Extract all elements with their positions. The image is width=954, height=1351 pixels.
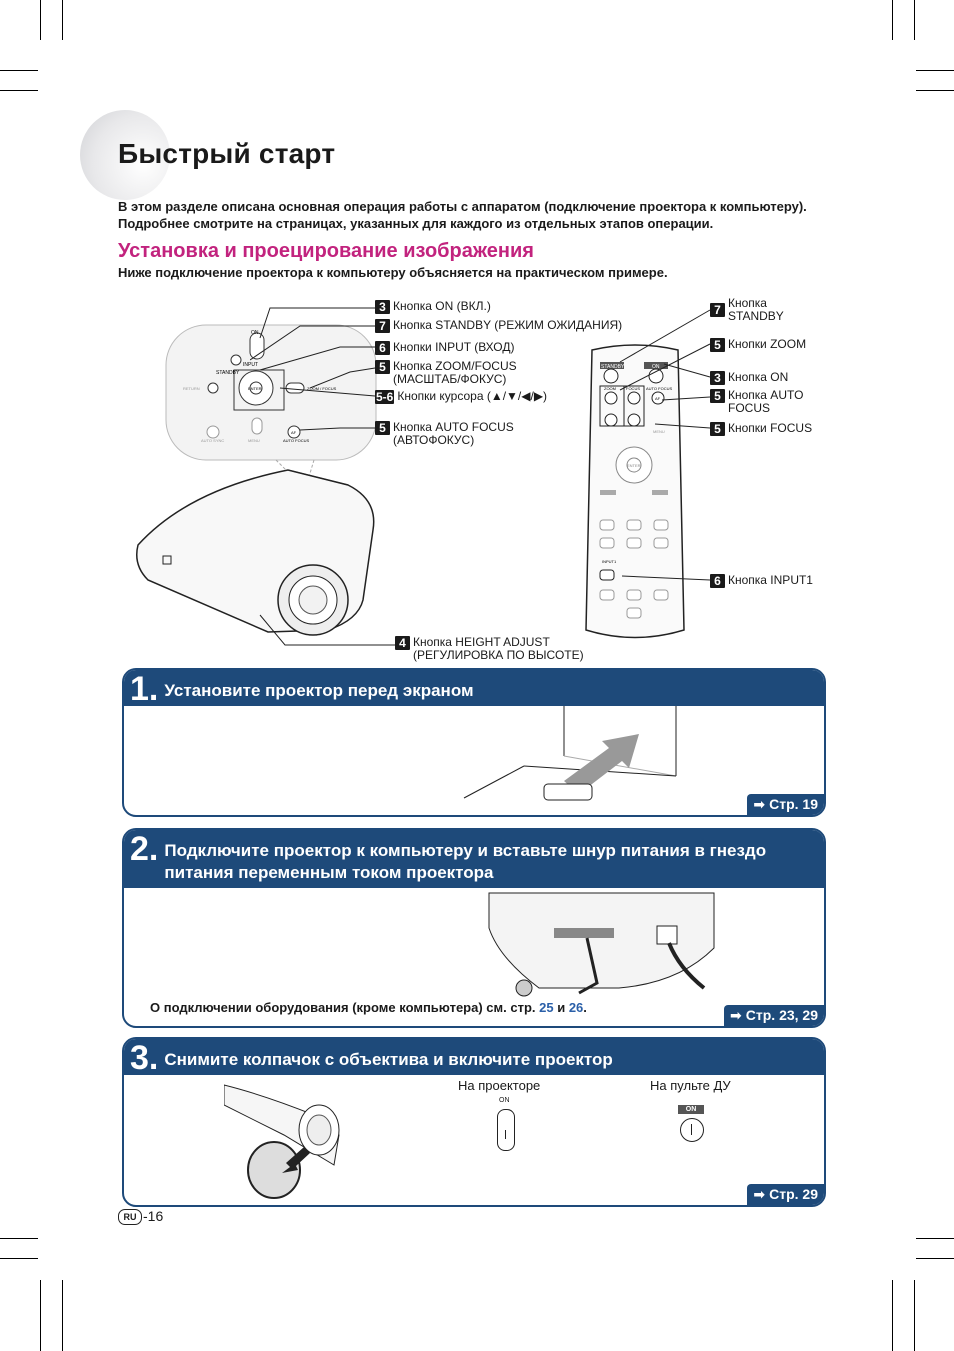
callout-lines-left — [250, 307, 376, 431]
panel-enter-label: ENTER — [248, 386, 262, 391]
section-intro: Ниже подключение проектора к компьютеру … — [118, 265, 668, 280]
section-title: Установка и проецирование изображения — [118, 240, 534, 262]
panel-standby-label: STANDBY — [216, 370, 240, 376]
screen-illustration — [463, 706, 677, 801]
projector-on-label: ON — [499, 1097, 510, 1104]
remote-on-badge: ON — [678, 1105, 704, 1114]
page-link-26[interactable]: 26 — [568, 1000, 584, 1015]
connection-illustration — [488, 892, 715, 997]
panel-af-label: AF — [291, 430, 297, 435]
remote-standby-label: STANDBY — [601, 364, 625, 370]
page-link-25[interactable]: 25 — [539, 1000, 554, 1015]
remote-on-label: ON — [652, 364, 660, 370]
panel-on-label: ON — [251, 330, 259, 336]
step-1-box: 1. Установите проектор перед экраном ➡Ст… — [122, 668, 826, 817]
step-1-page-link[interactable]: ➡Стр. 19 — [747, 794, 824, 815]
step-3-header: 3. Снимите колпачок с объектива и включи… — [124, 1039, 824, 1075]
step-3-number: 3. — [130, 1039, 159, 1077]
remote-menu-label: MENU — [653, 429, 665, 434]
step-3-box: 3. Снимите колпачок с объектива и включи… — [122, 1037, 826, 1207]
step-2-number: 2. — [130, 830, 159, 868]
title-decoration — [80, 110, 170, 200]
remote-af-label: AF — [655, 396, 661, 401]
label-on-projector: На проекторе — [458, 1078, 541, 1093]
step-1-title: Установите проектор перед экраном — [164, 681, 474, 700]
projector-illustration: ON INPUT STANDBY ENTER ZOOM / FOCUS RETU… — [136, 324, 377, 636]
step-2-box: 2. Подключите проектор к компьютеру и вс… — [122, 828, 826, 1028]
remote-input1-label: INPUT1 — [602, 559, 617, 564]
panel-input-label: INPUT — [243, 362, 258, 368]
remote-zoom-label: ZOOM — [604, 386, 616, 391]
callout-line-bottom — [259, 614, 395, 646]
page-title: Быстрый старт — [118, 138, 336, 169]
step-2-note: О подключении оборудования (кроме компью… — [150, 1000, 587, 1015]
projector-on-button[interactable] — [497, 1109, 515, 1151]
page-number: -16 — [143, 1208, 164, 1224]
remote-on-button[interactable] — [680, 1118, 704, 1142]
step-2-title: Подключите проектор к компьютеру и встав… — [164, 841, 767, 882]
step-2-page-link[interactable]: ➡Стр. 23, 29 — [724, 1005, 824, 1026]
panel-zoom-focus-label: ZOOM / FOCUS — [307, 386, 337, 391]
remote-control-illustration: STANDBY ON ZOOM FOCUS AUTO FOCUS AF ENTE… — [585, 344, 685, 639]
step-1-number: 1. — [130, 670, 159, 708]
callout-lines-right — [619, 309, 711, 581]
intro-text: В этом разделе описана основная операция… — [118, 199, 807, 231]
panel-auto-sync-label: AUTO SYNC — [201, 438, 224, 443]
label-on-remote: На пульте ДУ — [650, 1078, 731, 1093]
remote-enter-label: ENTER — [627, 463, 641, 468]
step-3-page-link[interactable]: ➡Стр. 29 — [747, 1184, 824, 1205]
lens-cap-illustration — [224, 1084, 340, 1199]
panel-menu-label: MENU — [248, 438, 260, 443]
remote-focus-label: FOCUS — [626, 386, 640, 391]
language-badge: RU — [118, 1209, 142, 1225]
step-2-header: 2. Подключите проектор к компьютеру и вс… — [124, 830, 824, 888]
step-1-header: 1. Установите проектор перед экраном — [124, 670, 824, 706]
panel-return-label: RETURN — [183, 386, 200, 391]
panel-auto-focus-label: AUTO FOCUS — [283, 438, 309, 443]
step-3-title: Снимите колпачок с объектива и включите … — [164, 1050, 613, 1069]
remote-auto-focus-label: AUTO FOCUS — [646, 386, 672, 391]
